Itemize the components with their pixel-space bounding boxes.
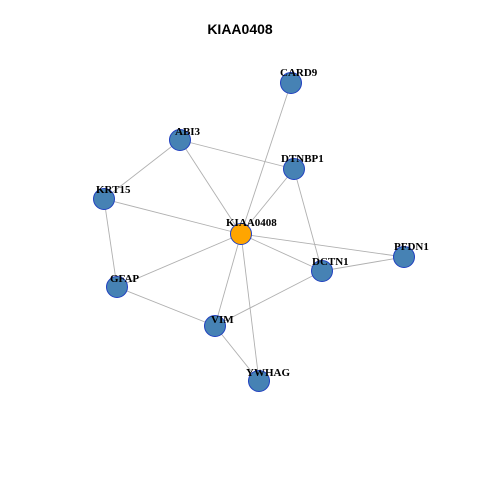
edge-vim-ywhag bbox=[214, 325, 260, 382]
node-abi3: ABI3 bbox=[169, 126, 201, 151]
node-vim: VIM bbox=[204, 314, 234, 337]
node-circle-abi3 bbox=[169, 129, 191, 151]
node-label-pfdn1: PFDN1 bbox=[394, 241, 429, 253]
node-circle-vim bbox=[204, 315, 226, 337]
node-circle-gfap bbox=[106, 276, 128, 298]
node-circle-card9 bbox=[280, 72, 302, 94]
node-pfdn1: PFDN1 bbox=[393, 241, 429, 268]
node-card9: CARD9 bbox=[280, 67, 318, 94]
node-layer: CARD9ABI3DTNBP1KRT15KIAA0408PFDN1DCTN1GF… bbox=[93, 67, 429, 392]
edge-kiaa0408-vim bbox=[214, 233, 242, 327]
node-circle-ywhag bbox=[248, 370, 270, 392]
node-circle-dtnbp1 bbox=[283, 158, 305, 180]
plot-title: KIAA0408 bbox=[207, 21, 273, 37]
node-circle-kiaa0408 bbox=[230, 223, 252, 245]
edge-dctn1-pfdn1 bbox=[321, 256, 405, 272]
node-label-abi3: ABI3 bbox=[175, 126, 201, 138]
edge-abi3-krt15 bbox=[103, 139, 181, 200]
node-label-ywhag: YWHAG bbox=[246, 367, 290, 379]
node-circle-dctn1 bbox=[311, 260, 333, 282]
node-label-vim: VIM bbox=[211, 314, 234, 326]
node-krt15: KRT15 bbox=[93, 184, 131, 210]
node-label-krt15: KRT15 bbox=[96, 184, 131, 196]
node-label-card9: CARD9 bbox=[280, 67, 318, 79]
edge-abi3-dtnbp1 bbox=[179, 139, 295, 170]
node-label-kiaa0408: KIAA0408 bbox=[226, 217, 277, 229]
node-circle-pfdn1 bbox=[393, 246, 415, 268]
node-dctn1: DCTN1 bbox=[311, 256, 349, 282]
edge-krt15-kiaa0408 bbox=[103, 198, 242, 235]
node-dtnbp1: DTNBP1 bbox=[281, 153, 324, 180]
edge-card9-kiaa0408 bbox=[240, 82, 292, 235]
edge-abi3-kiaa0408 bbox=[179, 139, 242, 235]
edge-gfap-vim bbox=[116, 286, 216, 327]
node-gfap: GFAP bbox=[106, 273, 139, 298]
node-circle-krt15 bbox=[93, 188, 115, 210]
edge-dctn1-vim bbox=[214, 270, 323, 327]
edge-dtnbp1-kiaa0408 bbox=[240, 168, 295, 235]
node-ywhag: YWHAG bbox=[246, 367, 290, 392]
edge-dtnbp1-dctn1 bbox=[293, 168, 323, 272]
node-label-dtnbp1: DTNBP1 bbox=[281, 153, 324, 165]
edge-kiaa0408-pfdn1 bbox=[240, 233, 405, 258]
edge-kiaa0408-gfap bbox=[116, 233, 242, 288]
edge-kiaa0408-ywhag bbox=[240, 233, 260, 382]
node-label-gfap: GFAP bbox=[110, 273, 139, 285]
node-label-dctn1: DCTN1 bbox=[312, 256, 349, 268]
edge-kiaa0408-dctn1 bbox=[240, 233, 323, 272]
node-kiaa0408: KIAA0408 bbox=[226, 217, 277, 245]
edge-layer bbox=[103, 82, 405, 382]
edge-krt15-gfap bbox=[103, 198, 118, 288]
